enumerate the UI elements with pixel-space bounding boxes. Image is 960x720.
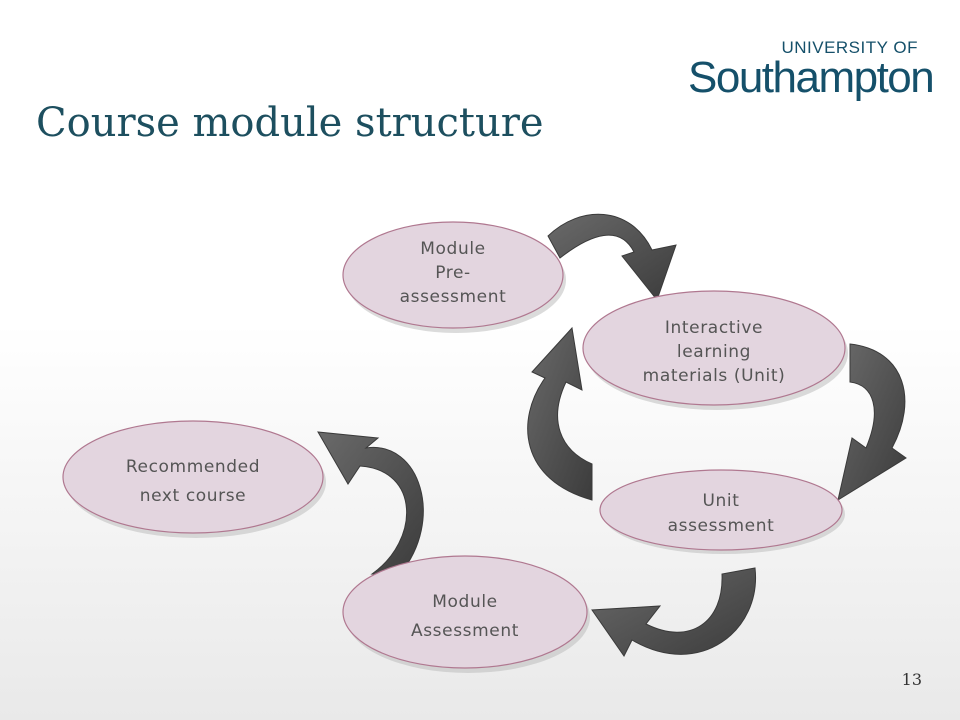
node-unit-line-2: learning: [677, 342, 751, 362]
node-module-pre-assessment: Module Pre- assessment: [342, 221, 566, 333]
node-next-line-1: Recommended: [126, 457, 260, 477]
slide-title: Course module structure: [36, 100, 544, 146]
node-pre-line-1: Module: [420, 239, 485, 259]
logo-main-text: Southampton: [688, 53, 935, 102]
node-massess-line-2: Assessment: [411, 621, 519, 641]
node-uassess-line-1: Unit: [702, 491, 739, 511]
node-unit-line-1: Interactive: [665, 318, 763, 338]
node-recommended-next-course: Recommended next course: [62, 420, 326, 538]
node-massess-line-1: Module: [432, 592, 497, 612]
node-pre-line-2: Pre-: [435, 263, 471, 283]
node-next-line-2: next course: [140, 486, 247, 506]
node-pre-line-3: assessment: [400, 287, 507, 307]
arrow-unit-assessment-to-module-assessment: [591, 567, 756, 657]
university-logo: UNIVERSITY OF Southampton: [688, 38, 935, 102]
logo-top-text: UNIVERSITY OF: [781, 38, 918, 57]
arrow-pre-to-unit: [547, 213, 677, 302]
page-number: 13: [901, 670, 922, 689]
arrow-unit-to-unit-assessment: [837, 343, 907, 502]
arrow-unit-assessment-to-unit: [527, 326, 593, 501]
node-uassess-line-2: assessment: [668, 516, 775, 536]
node-interactive-learning-materials: Interactive learning materials (Unit): [582, 290, 848, 410]
arrow-module-assessment-to-next: [317, 431, 424, 575]
node-unit-line-3: materials (Unit): [643, 366, 786, 386]
node-unit-assessment: Unit assessment: [599, 469, 845, 554]
node-module-assessment: Module Assessment: [342, 555, 590, 673]
